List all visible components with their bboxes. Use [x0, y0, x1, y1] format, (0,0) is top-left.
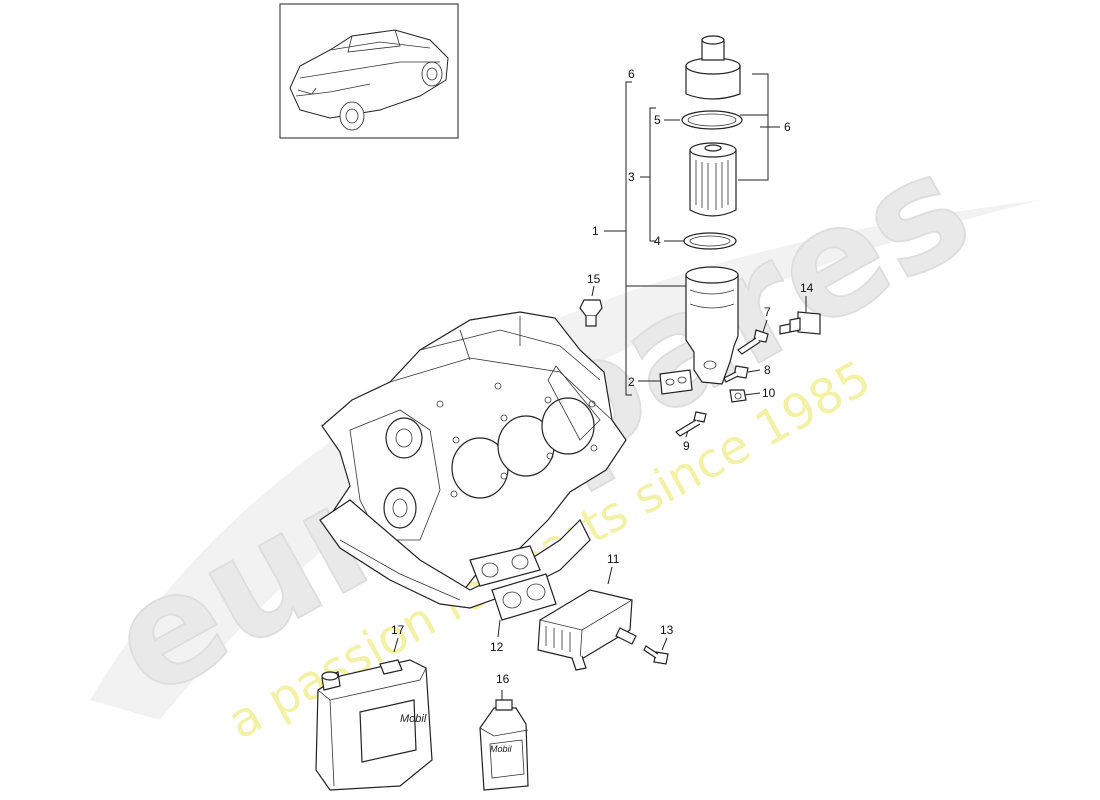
callout-13: 13: [660, 623, 674, 637]
callouts: 1 2 3 4 5 6 6 7 8 9 10 11 12 13 14 15 16…: [391, 67, 814, 686]
bottle-brand-label: Mobil: [490, 744, 513, 754]
oil-bottle: Mobil: [479, 699, 529, 791]
callout-17: 17: [391, 623, 405, 637]
cooler-gasket: [491, 573, 557, 621]
bolt-7: [737, 329, 769, 355]
fasteners: [579, 299, 821, 665]
callout-14: 14: [800, 281, 814, 295]
upper-seal-ring: [681, 110, 743, 130]
cylinder-bore-3: [541, 397, 595, 455]
bolt-9: [675, 411, 707, 437]
callout-6-right: 6: [784, 120, 791, 134]
sensor-14: [779, 311, 821, 335]
callout-5: 5: [654, 113, 661, 127]
callout-11: 11: [607, 552, 620, 566]
callout-16: 16: [496, 672, 510, 686]
bolt-13: [643, 645, 669, 665]
nut-10: [729, 389, 747, 403]
plug-15: [579, 299, 603, 327]
watermark-swoosh: [90, 200, 1040, 720]
callout-12: 12: [490, 640, 504, 654]
callout-6-left: 6: [628, 67, 635, 81]
callout-7: 7: [764, 305, 771, 319]
callout-10: 10: [762, 386, 776, 400]
filter-cap: [685, 35, 741, 100]
car-illustration: [289, 29, 449, 131]
filter-housing: [685, 266, 739, 385]
lower-seal-ring: [683, 232, 737, 250]
housing-gasket: [659, 369, 693, 395]
engine-block: [319, 311, 627, 609]
oil-cooler: [537, 589, 637, 671]
oil-filter-assembly: [659, 35, 743, 395]
callout-3: 3: [628, 170, 635, 184]
callout-15: 15: [587, 272, 601, 286]
bolt-8: [723, 365, 749, 383]
jerrycan-brand-label: Mobil: [400, 713, 427, 725]
callout-2: 2: [628, 375, 635, 389]
callout-1: 1: [592, 224, 599, 238]
vehicle-thumbnail: [279, 3, 459, 139]
callout-8: 8: [764, 363, 771, 377]
oil-jerrycan: Mobil: [315, 659, 433, 791]
callout-4: 4: [654, 234, 661, 248]
filter-element: [689, 142, 737, 217]
rear-wheel: [421, 61, 443, 87]
callout-9: 9: [683, 439, 690, 453]
front-wheel: [339, 101, 365, 131]
